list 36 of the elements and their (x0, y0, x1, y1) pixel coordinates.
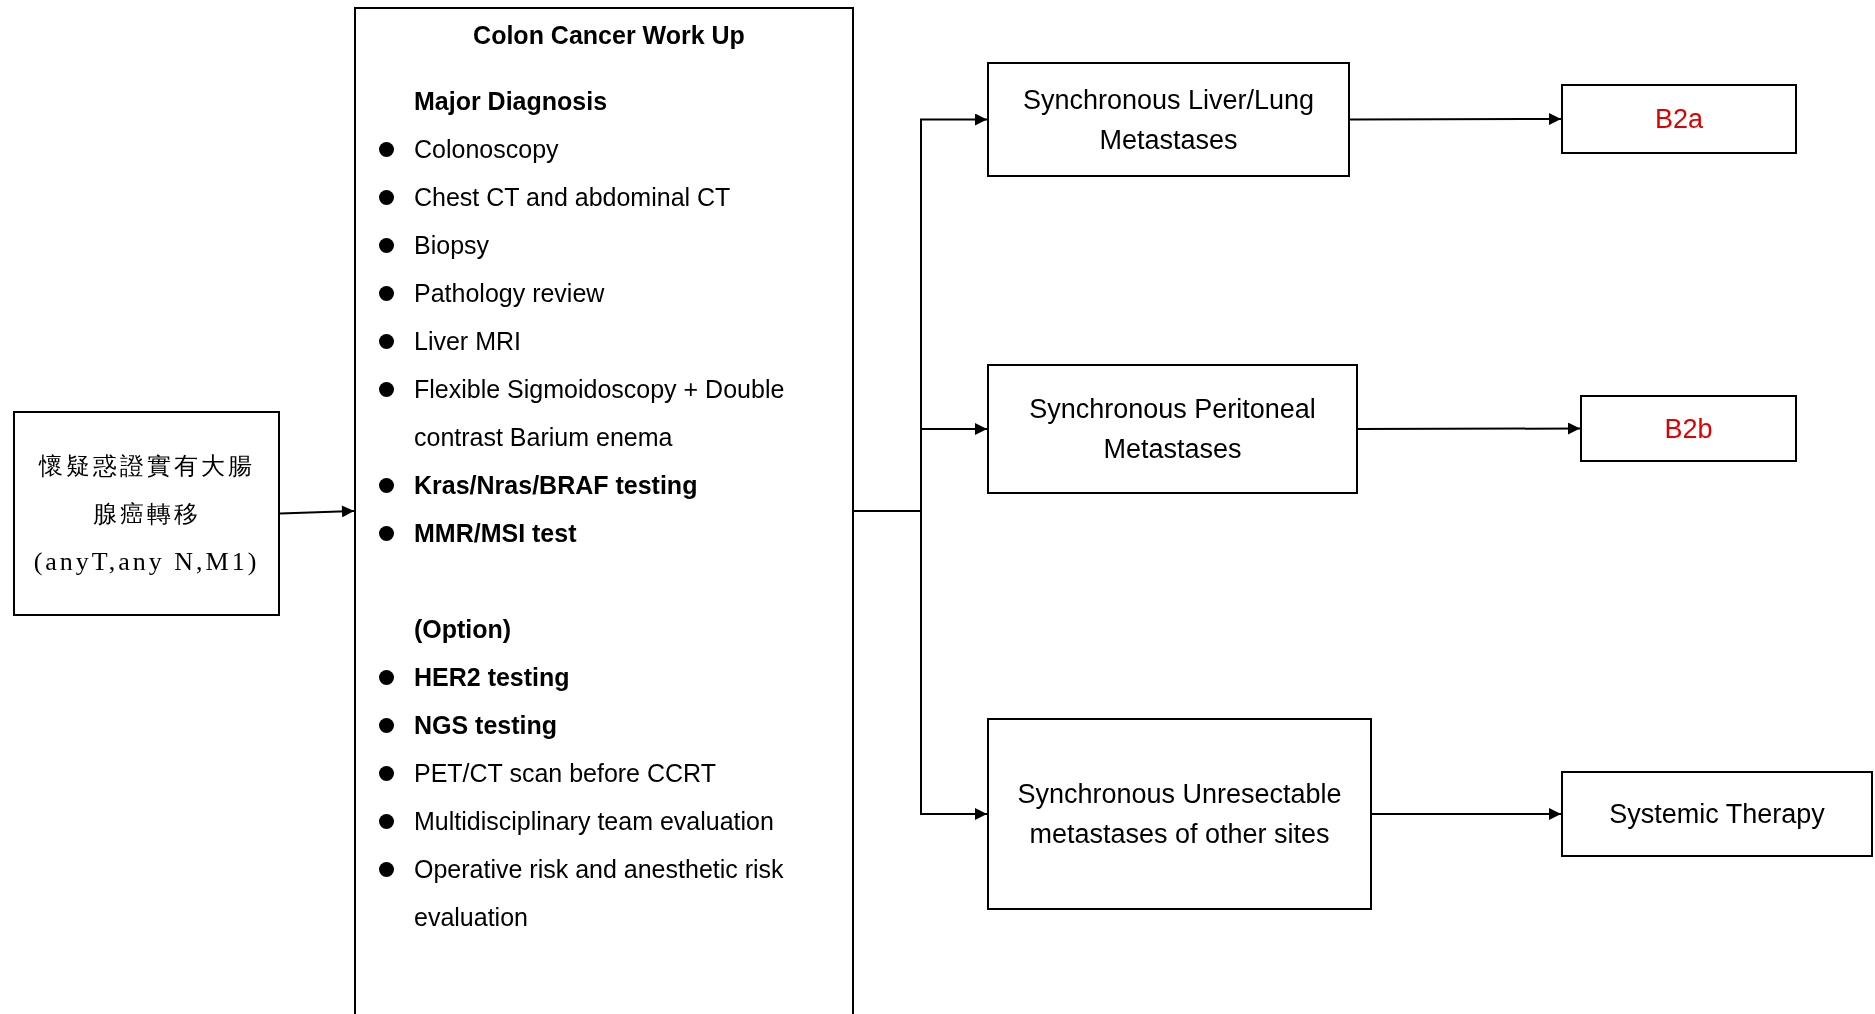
bullet-item: Colonoscopy (376, 125, 842, 173)
box-text: (anyT,any N,M1) (33, 545, 260, 578)
section-heading: Major Diagnosis (413, 86, 609, 117)
bullet-item: MMR/MSI test (376, 509, 842, 557)
panel-title: Colon Cancer Work Up (472, 20, 746, 51)
bullet-item: Liver MRI (376, 317, 842, 365)
process-box (987, 718, 1372, 910)
workup-panel (354, 7, 854, 1014)
process-box (987, 62, 1350, 177)
process-box (987, 364, 1358, 494)
bullet-item: Kras/Nras/BRAF testing (376, 461, 842, 509)
box-text: Systemic Therapy (1609, 798, 1825, 831)
box-text: B2b (1664, 412, 1713, 446)
box-text: Synchronous Unresectable metastases of other sites (1016, 778, 1343, 851)
box-text: 懷疑惑證實有大腸腺癌轉移 (37, 450, 256, 530)
arrow (279, 505, 355, 518)
bullet-item: Operative risk and anesthetic risk evaluation (376, 845, 842, 941)
bullet-item: PET/CT scan before CCRT (376, 749, 842, 797)
bullet-item: Multidisciplinary team evaluation (376, 797, 842, 845)
process-box (1580, 395, 1797, 462)
bullet-item: Flexible Sigmoidoscopy + Double contrast Barium enema (376, 365, 842, 461)
box-text: Synchronous Liver/Lung Metastases (1021, 83, 1316, 157)
box-text: B2a (1654, 103, 1703, 136)
arrow (1357, 422, 1581, 435)
arrow (1349, 113, 1562, 126)
bullet-item: Pathology review (376, 269, 842, 317)
bullet-item: NGS testing (376, 701, 842, 749)
arrow (1371, 808, 1562, 820)
section-heading: (Option) (413, 614, 513, 645)
process-box (1561, 771, 1873, 857)
bullet-item: HER2 testing (376, 653, 842, 701)
process-box (1561, 84, 1797, 154)
process-box (13, 411, 280, 616)
box-text: Synchronous Peritoneal Metastases (1028, 393, 1317, 466)
bullet-item: Biopsy (376, 221, 842, 269)
bullet-item: Chest CT and abdominal CT (376, 173, 842, 221)
